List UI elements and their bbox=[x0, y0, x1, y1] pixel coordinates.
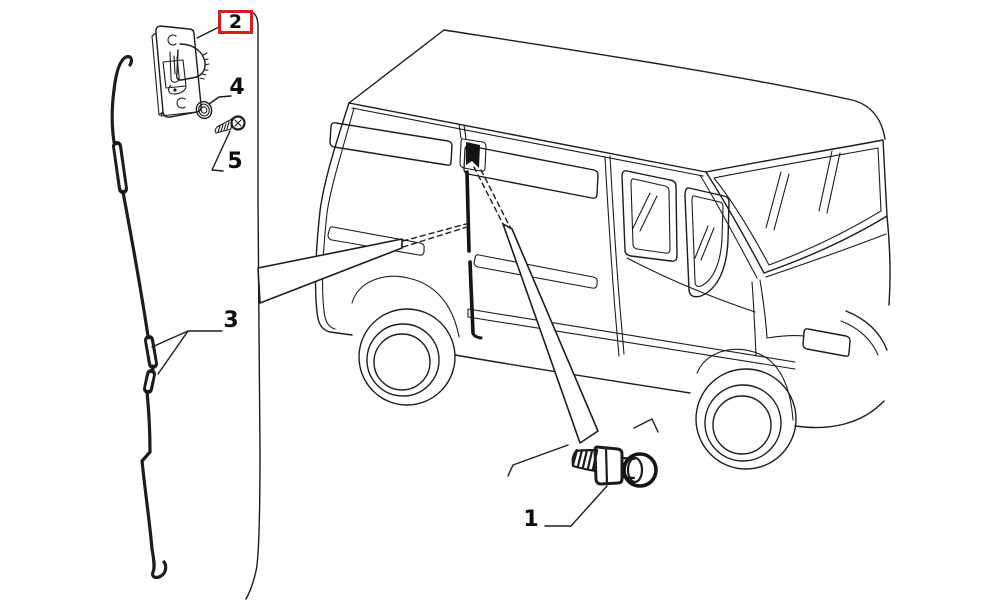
headlight bbox=[802, 328, 851, 357]
part-5-screw-drawing bbox=[214, 115, 246, 134]
pointer-wedge-left bbox=[257, 238, 403, 304]
latch-location-mark bbox=[466, 142, 480, 168]
part-1-striker-bolt-drawing bbox=[571, 445, 658, 488]
van-illustration bbox=[314, 29, 891, 470]
diagram-border-line bbox=[245, 11, 261, 600]
part-callout-4[interactable]: 4 bbox=[225, 75, 249, 101]
part-label-3: 3 bbox=[223, 308, 239, 333]
rear-wheel bbox=[351, 275, 460, 406]
part-2-latch-drawing bbox=[151, 25, 210, 118]
part-callout-3[interactable]: 3 bbox=[219, 308, 243, 334]
pointer-wedges bbox=[257, 166, 659, 477]
part-label-1: 1 bbox=[523, 507, 539, 532]
pointer-wedge-right bbox=[502, 223, 599, 444]
part-callout-5[interactable]: 5 bbox=[223, 149, 247, 175]
part-4-washer-drawing bbox=[195, 100, 213, 120]
front-wheel bbox=[695, 348, 797, 470]
callout-leader-lines bbox=[151, 26, 608, 527]
part-label-2: 2 bbox=[228, 10, 243, 33]
part-3-rods-drawing bbox=[110, 54, 168, 579]
part-label-5: 5 bbox=[227, 149, 243, 174]
part-callout-2-highlighted[interactable]: 2 bbox=[218, 10, 253, 34]
part-label-4: 4 bbox=[229, 75, 245, 100]
part-callout-1[interactable]: 1 bbox=[519, 507, 543, 533]
